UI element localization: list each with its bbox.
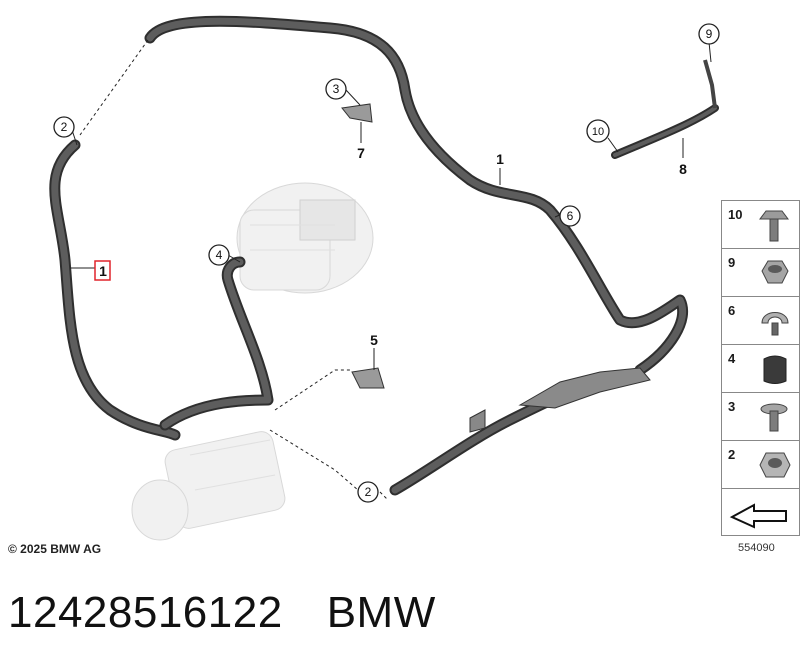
leader-line [227, 254, 241, 263]
hose-lower [389, 367, 651, 496]
hex-nut-icon [759, 452, 791, 478]
parts-legend-item: 10 [722, 201, 799, 249]
bracket-outline-icon [729, 503, 787, 529]
label-1-left: 1 [99, 263, 107, 279]
dashed-leader [269, 429, 359, 491]
callout-2-bottom: 2 [357, 481, 379, 503]
cable-8 [611, 59, 719, 159]
parts-legend-item [722, 489, 799, 537]
leader-line [607, 137, 619, 153]
cap-icon [763, 355, 787, 384]
clip-icon [761, 312, 789, 336]
svg-text:4: 4 [216, 248, 223, 262]
parts-legend-item: 2 [722, 441, 799, 489]
label-7: 7 [357, 145, 365, 161]
screw-icon [760, 403, 788, 432]
nut-icon [761, 260, 789, 284]
hose-main [144, 15, 689, 376]
parts-legend: 10 9 6 4 3 2 [721, 200, 800, 536]
dashed-leader [379, 491, 389, 501]
footer-title: 12428516122 BMW [8, 588, 480, 638]
callout-2-top: 2 [53, 116, 75, 138]
copyright-text: © 2025 BMW AG [8, 542, 102, 556]
svg-text:2: 2 [365, 485, 372, 499]
hose-left [49, 139, 274, 441]
highlight-box [94, 260, 111, 281]
callout-10: 10 [586, 119, 610, 143]
parts-legend-item: 6 [722, 297, 799, 345]
svg-text:9: 9 [706, 27, 713, 41]
brand-name: BMW [326, 588, 436, 637]
callout-9: 9 [698, 23, 720, 45]
parts-legend-item: 3 [722, 393, 799, 441]
svg-text:10: 10 [592, 126, 604, 138]
bolt-icon [759, 210, 789, 242]
part-number: 12428516122 [8, 588, 283, 637]
parts-legend-item: 4 [722, 345, 799, 393]
label-5: 5 [370, 332, 378, 348]
leader-line [708, 41, 712, 63]
svg-text:6: 6 [567, 209, 574, 223]
starter-ghost [131, 431, 286, 541]
leader-line [345, 89, 361, 106]
parts-legend-item: 9 [722, 249, 799, 297]
dashed-leader [274, 369, 352, 411]
diagram-id: 554090 [738, 542, 775, 554]
svg-text:2: 2 [61, 120, 68, 134]
alternator-ghost [236, 182, 374, 294]
dashed-leader [79, 39, 149, 136]
svg-text:3: 3 [333, 82, 340, 96]
label-1-right: 1 [496, 151, 504, 167]
label-8: 8 [679, 161, 687, 177]
parts-diagram: 2 3 4 2 6 9 10 1 1 5 7 8 [49, 15, 720, 541]
callout-6: 6 [559, 205, 581, 227]
bracket-5 [351, 367, 385, 389]
bracket-7 [341, 103, 373, 123]
callout-3: 3 [325, 78, 347, 100]
callout-4: 4 [208, 244, 230, 266]
